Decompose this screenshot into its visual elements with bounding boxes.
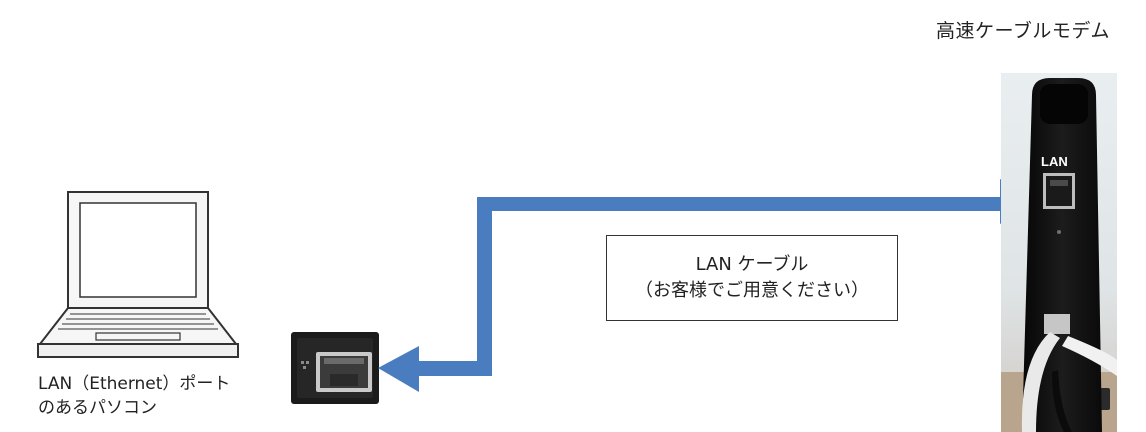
network-symbol-icon — [301, 361, 309, 369]
coax-cable — [1021, 314, 1117, 432]
modem-title: 高速ケーブルモデム — [936, 20, 1110, 42]
arrowhead-left — [378, 346, 419, 392]
modem-photo — [1001, 73, 1117, 432]
laptop-label-line2: のあるパソコン — [38, 398, 157, 418]
modem-port-label: LAN — [1041, 154, 1068, 169]
cable-note: （お客様でご用意ください） — [635, 280, 869, 301]
cable-label-box: LAN ケーブル （お客様でご用意ください） — [606, 235, 898, 321]
laptop-label: LAN（Ethernet）ポート のあるパソコン — [38, 372, 230, 420]
ethernet-port-photo — [291, 332, 379, 404]
cable-name: LAN ケーブル — [695, 254, 809, 275]
laptop-icon — [37, 191, 239, 358]
laptop-label-line1: LAN（Ethernet）ポート — [38, 374, 231, 394]
